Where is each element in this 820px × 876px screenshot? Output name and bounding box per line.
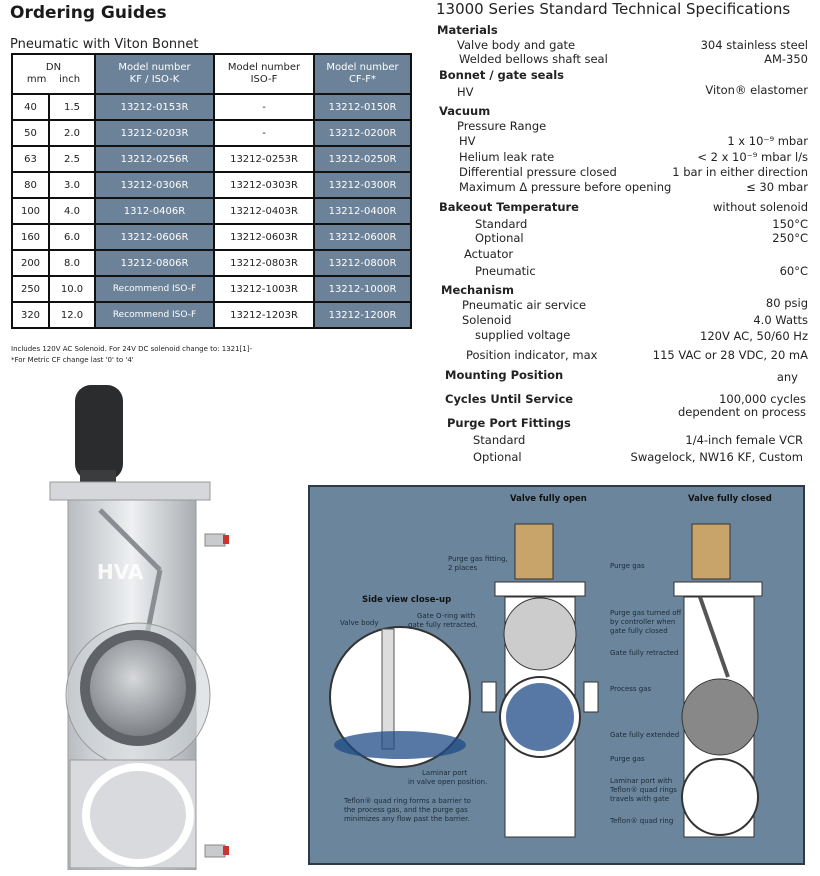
spec-value: 250°C (772, 231, 808, 245)
spec-label: Optional (475, 231, 524, 245)
spec-value: 115 VAC or 28 VDC, 20 mA (652, 348, 808, 362)
spec-label: HV (459, 134, 476, 148)
spec-section: Bonnet / gate seals (439, 68, 565, 82)
spec-label: Welded bellows shaft seal (459, 52, 608, 66)
spec-value: 100,000 cycles (719, 392, 806, 406)
spec-value: 304 stainless steel (700, 38, 808, 52)
spec-label: supplied voltage (475, 328, 571, 342)
note-metric: *For Metric CF change last '0' to '4' (11, 356, 134, 364)
spec-label: Pressure Range (457, 119, 547, 133)
spec-value: dependent on process (677, 405, 806, 419)
spec-label: Standard (473, 433, 526, 447)
spec-section: Materials (437, 23, 498, 37)
spec-value: without solenoid (712, 200, 808, 214)
dn-header: DN mm inch (11, 53, 96, 95)
spec-label: Pneumatic (475, 264, 536, 278)
hva-logo: HVA (97, 560, 144, 584)
spec-label: Actuator (464, 247, 514, 261)
note-solenoid: Includes 120V AC Solenoid. For 24V DC so… (11, 345, 252, 353)
spec-value: Swagelock, NW16 KF, Custom (630, 450, 803, 464)
ordering-subtitle: Pneumatic with Viton Bonnet (10, 37, 199, 52)
spec-title: 13000 Series Standard Technical Specific… (436, 0, 791, 18)
spec-label: Maximum Δ pressure before opening (459, 180, 672, 194)
spec-value: AM-350 (764, 52, 808, 66)
spec-value: 80 psig (765, 296, 808, 310)
spec-value: 60°C (779, 264, 808, 278)
spec-section: Mounting Position (445, 368, 564, 382)
spec-value: 4.0 Watts (753, 313, 808, 327)
valve-diagram: Valve fully open Valve fully closed Side… (308, 485, 805, 865)
label-side-view: Side view close-up (362, 595, 452, 605)
spec-section: Bakeout Temperature (439, 200, 579, 214)
spec-value: 1 bar in either direction (672, 165, 808, 179)
spec-value: 1/4-inch female VCR (685, 433, 803, 447)
spec-label: Helium leak rate (459, 150, 555, 164)
spec-section: Cycles Until Service (445, 392, 574, 406)
label-closed: Valve fully closed (688, 494, 772, 504)
spec-value: < 2 x 10⁻⁹ mbar l/s (697, 150, 808, 164)
spec-value: ≤ 30 mbar (746, 180, 808, 194)
page-title: Ordering Guides (10, 3, 167, 23)
spec-value: 1 x 10⁻⁹ mbar (727, 134, 808, 148)
spec-value: any (776, 370, 798, 384)
spec-label: Position indicator, max (466, 348, 598, 362)
spec-value: 150°C (772, 217, 808, 231)
spec-label: Optional (473, 450, 522, 464)
spec-label: Pneumatic air service (462, 298, 587, 312)
spec-section: Purge Port Fittings (447, 416, 571, 430)
spec-value: 120V AC, 50/60 Hz (700, 329, 808, 343)
spec-label: Valve body and gate (457, 38, 576, 52)
spec-label: Differential pressure closed (459, 165, 617, 179)
label-open: Valve fully open (510, 494, 587, 504)
spec-label: HV (457, 85, 474, 99)
spec-section: Mechanism (441, 283, 514, 297)
spec-value: Viton® elastomer (705, 83, 808, 97)
spec-section: Vacuum (439, 104, 491, 118)
spec-label: Solenoid (462, 313, 512, 327)
valve-photo: HVA (40, 370, 250, 871)
label-purge-fitting: Purge gas fitting, (448, 555, 508, 563)
spec-label: Standard (475, 217, 528, 231)
